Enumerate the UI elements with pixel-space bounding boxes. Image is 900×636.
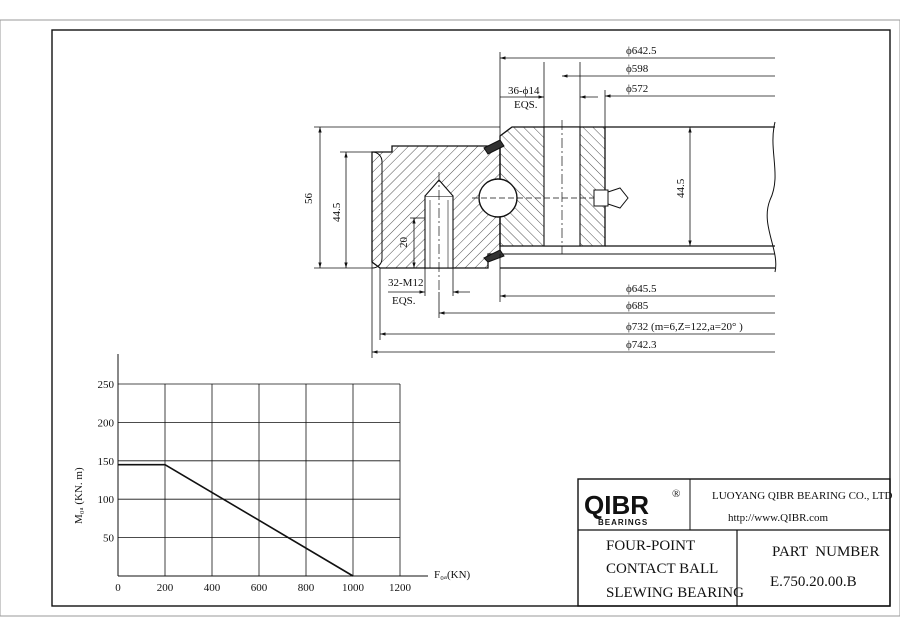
- desc-line-1: FOUR-POINT: [606, 538, 695, 554]
- dim-685: ϕ685: [626, 300, 649, 312]
- x-tick-label: 800: [298, 582, 315, 594]
- desc-line-2: CONTACT BALL: [606, 561, 718, 577]
- seal-bottom: [483, 249, 505, 263]
- series-line: [118, 463, 354, 577]
- dim-holes-top: 36-ϕ14: [508, 85, 540, 97]
- load-chart: 0 200 400 600 800 1000 1200 50 100 150 200 250 F₀ₐ(…: [73, 354, 471, 594]
- desc-line-3: SLEWING BEARING: [606, 585, 744, 601]
- x-tick-label: 400: [204, 582, 221, 594]
- registered-mark: ®: [672, 488, 680, 500]
- y-tick-label: 250: [98, 379, 115, 391]
- chart-y-label: M₀ₐ (KN. m): [73, 467, 85, 524]
- company-url: http://www.QIBR.com: [728, 512, 829, 524]
- x-tick-label: 1200: [389, 582, 412, 594]
- x-tick-label: 0: [115, 582, 121, 594]
- title-block: [577, 478, 891, 607]
- chart-series: [118, 463, 354, 577]
- bearing-section: [371, 120, 777, 292]
- chart-tick-labels: 0 200 400 600 800 1000 1200 50 100 150 200 250: [98, 379, 412, 594]
- part-number: E.750.20.00.B: [770, 574, 857, 590]
- chart-x-label: F₀ₐ(KN): [434, 569, 471, 581]
- brand-sub: BEARINGS: [598, 518, 648, 527]
- dim-20: 20: [398, 237, 410, 249]
- title-block-text: QIBR ® BEARINGS LUOYANG QIBR BEARING CO.…: [584, 488, 893, 601]
- x-tick-label: 1000: [342, 582, 365, 594]
- brand-logo: QIBR: [584, 490, 649, 520]
- dimension-labels: ϕ642.5 ϕ598 ϕ572 36-ϕ14 EQS. 56 44.5 44.…: [303, 45, 743, 351]
- dim-holes-bottom: 32-M12: [388, 277, 423, 289]
- y-tick-label: 100: [98, 494, 115, 506]
- dim-eqs-bottom: EQS.: [392, 295, 416, 307]
- dim-598: ϕ598: [626, 63, 649, 75]
- dim-732: ϕ732 (m=6,Z=122,a=20° ): [626, 321, 743, 333]
- dim-742: ϕ742.3: [626, 339, 657, 351]
- dim-645: ϕ645.5: [626, 283, 657, 295]
- dim-eqs-top: EQS.: [514, 99, 538, 111]
- part-number-label: PART NUMBER: [772, 544, 879, 560]
- x-tick-label: 600: [251, 582, 268, 594]
- outer-frame: [0, 19, 900, 617]
- seal-top: [483, 139, 505, 155]
- y-tick-label: 200: [98, 417, 115, 429]
- dimensions: [314, 52, 775, 358]
- dim-642: ϕ642.5: [626, 45, 657, 57]
- dim-445-left: 44.5: [331, 202, 343, 222]
- chart-grid: [118, 383, 401, 576]
- dim-572: ϕ572: [626, 83, 648, 95]
- dim-56: 56: [303, 193, 315, 205]
- x-tick-label: 200: [157, 582, 174, 594]
- company-name: LUOYANG QIBR BEARING CO., LTD: [712, 490, 893, 502]
- dim-445-right: 44.5: [675, 178, 687, 198]
- inner-frame: [51, 29, 891, 607]
- y-tick-label: 50: [103, 533, 115, 545]
- y-tick-label: 150: [98, 456, 115, 468]
